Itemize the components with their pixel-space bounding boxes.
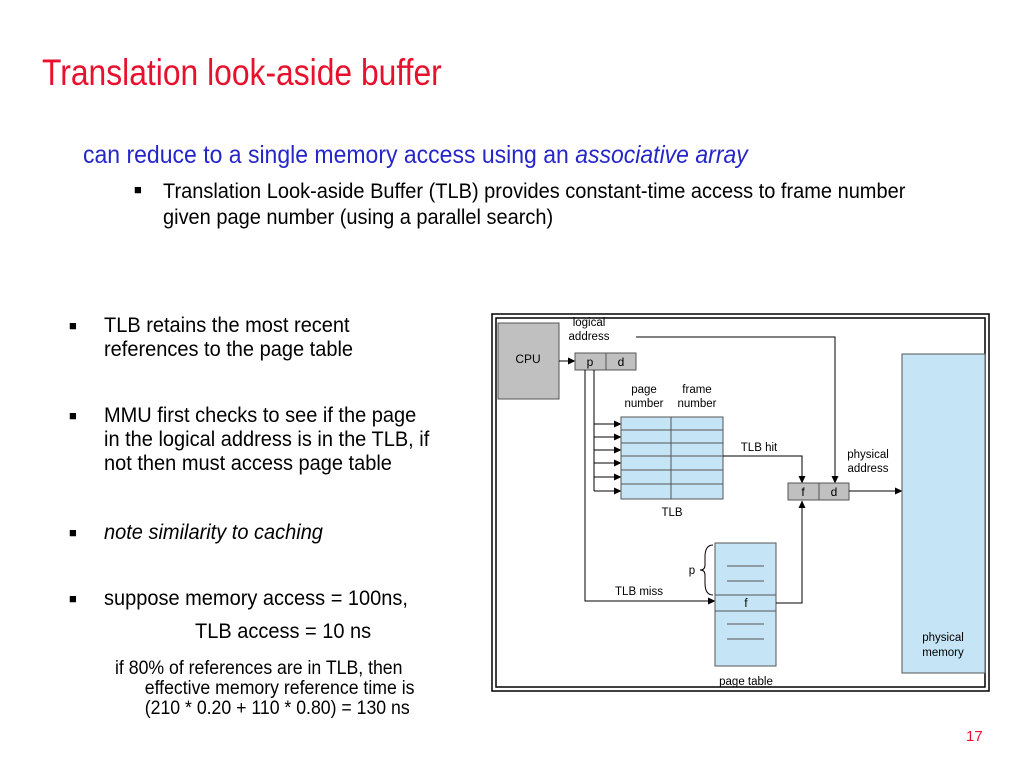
bullet-line: TLB retains the most recent bbox=[104, 313, 350, 337]
bullet-line: note similarity to caching bbox=[104, 520, 323, 544]
tlb-miss-label: TLB miss bbox=[615, 586, 663, 598]
page-number-header: number bbox=[625, 398, 664, 410]
physical-d-label: d bbox=[831, 485, 838, 499]
subtitle: can reduce to a single memory access usi… bbox=[83, 141, 748, 170]
tlb-definition-bullet: Translation Look-aside Buffer (TLB) prov… bbox=[163, 178, 944, 230]
tlb-access-time: TLB access = 10 ns bbox=[195, 619, 372, 643]
slide-title: Translation look-aside buffer bbox=[42, 52, 442, 93]
page-table-p-label: p bbox=[689, 565, 695, 577]
offset-arrow bbox=[636, 336, 839, 484]
tlb-hit-label: TLB hit bbox=[741, 442, 778, 454]
page-table-frame-arrow bbox=[776, 500, 806, 604]
page-table-f-label: f bbox=[744, 598, 748, 610]
page-number-header: page bbox=[631, 384, 657, 396]
logical-address-label: address bbox=[569, 331, 610, 343]
physical-memory-label: memory bbox=[922, 647, 964, 659]
tlb-table bbox=[620, 416, 724, 500]
physical-memory-box bbox=[901, 353, 986, 674]
bullet-marker-icon: ■ bbox=[69, 525, 77, 540]
page-table-label: page table bbox=[719, 676, 773, 688]
bullet-memory-access: suppose memory access = 100ns, bbox=[104, 586, 476, 610]
logical-p-label: p bbox=[587, 355, 594, 369]
physical-f-label: f bbox=[801, 485, 805, 499]
logical-address-label: logical bbox=[573, 317, 606, 329]
bullet-marker-icon: ■ bbox=[69, 318, 77, 333]
cpu-label: CPU bbox=[515, 352, 540, 366]
bullet-marker-icon: ■ bbox=[69, 591, 77, 606]
calculation-line-1: if 80% of references are in TLB, then bbox=[115, 658, 403, 679]
bullet-line: suppose memory access = 100ns, bbox=[104, 586, 408, 610]
page-number: 17 bbox=[966, 728, 983, 745]
tlb-label: TLB bbox=[661, 507, 682, 519]
calculation-line-2: effective memory reference time is bbox=[144, 678, 415, 699]
tlb-definition-line-2: given page number (using a parallel sear… bbox=[163, 205, 554, 229]
page-index-brace bbox=[699, 544, 714, 596]
bullet-line: MMU first checks to see if the page bbox=[104, 403, 417, 427]
frame-number-header: number bbox=[678, 398, 717, 410]
bullet-line: not then must access page table bbox=[104, 451, 392, 475]
bullet-marker-icon: ■ bbox=[134, 182, 142, 197]
bullet-line: references to the page table bbox=[104, 337, 354, 361]
bullet-marker-icon: ■ bbox=[69, 408, 77, 423]
page-table-box bbox=[714, 542, 777, 667]
calculation-line-3: (210 * 0.20 + 110 * 0.80) = 130 ns bbox=[144, 698, 410, 719]
cpu-box bbox=[497, 322, 560, 400]
subtitle-text: can reduce to a single memory access usi… bbox=[83, 141, 576, 169]
bullet-mmu-checks: MMU first checks to see if the page in t… bbox=[104, 403, 476, 475]
bullet-tlb-retains: TLB retains the most recent references t… bbox=[104, 313, 476, 361]
physical-address-label: address bbox=[848, 463, 889, 475]
logical-d-label: d bbox=[618, 355, 625, 369]
frame-number-header: frame bbox=[682, 384, 711, 396]
physical-memory-label: physical bbox=[922, 632, 964, 644]
physical-address-label: physical bbox=[847, 449, 889, 461]
subtitle-emphasis: associative array bbox=[575, 141, 748, 169]
tlb-miss-arrow bbox=[584, 370, 716, 605]
tlb-hit-arrow bbox=[723, 455, 806, 484]
effective-time-calculation: if 80% of references are in TLB, then ef… bbox=[115, 659, 414, 719]
tlb-definition-line-1: Translation Look-aside Buffer (TLB) prov… bbox=[163, 179, 906, 203]
tlb-diagram: CPU logical address p d TLB miss page nu… bbox=[491, 313, 990, 692]
bullet-line: in the logical address is in the TLB, if bbox=[104, 427, 430, 451]
bullet-caching-note: note similarity to caching bbox=[104, 520, 476, 544]
